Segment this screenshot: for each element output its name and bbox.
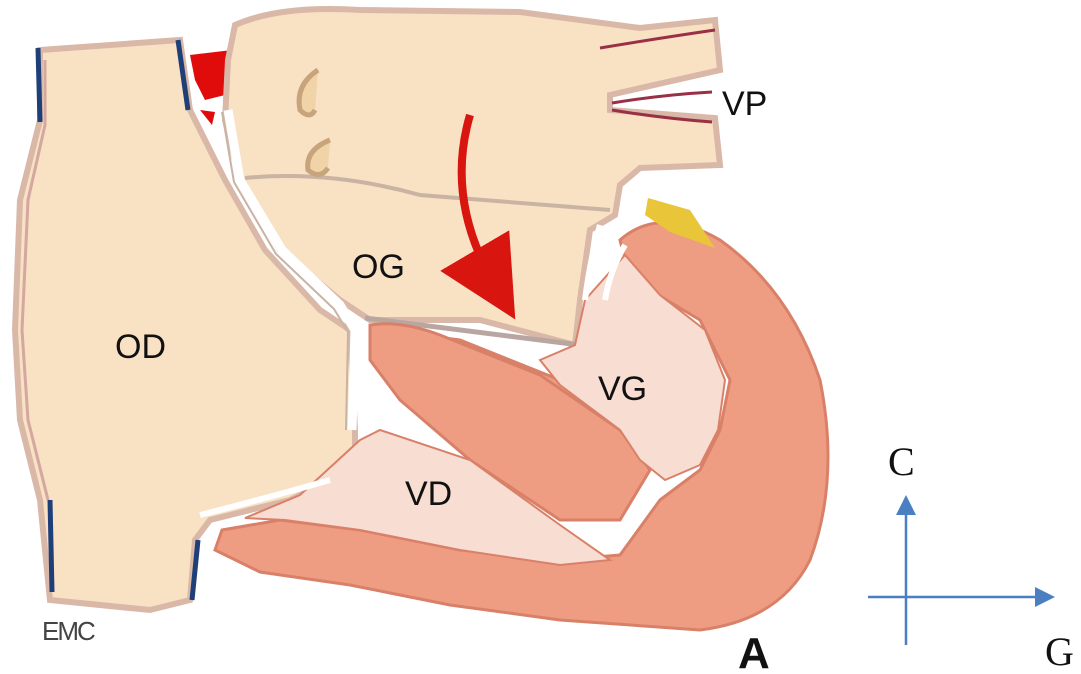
label-od: OD	[115, 328, 166, 366]
panel-label: A	[738, 629, 770, 674]
superior-vena-cava-edge	[38, 48, 40, 122]
aorta-red-small	[200, 110, 215, 125]
axis-label-up: C	[888, 439, 915, 484]
label-vg: VG	[598, 370, 647, 408]
inferior-vena-cava-edge	[50, 500, 52, 592]
label-vp: VP	[722, 85, 767, 123]
emc-logo: EMC	[42, 616, 95, 646]
label-vd: VD	[405, 475, 452, 513]
label-og: OG	[352, 248, 405, 286]
axis-label-right: G	[1045, 629, 1074, 674]
